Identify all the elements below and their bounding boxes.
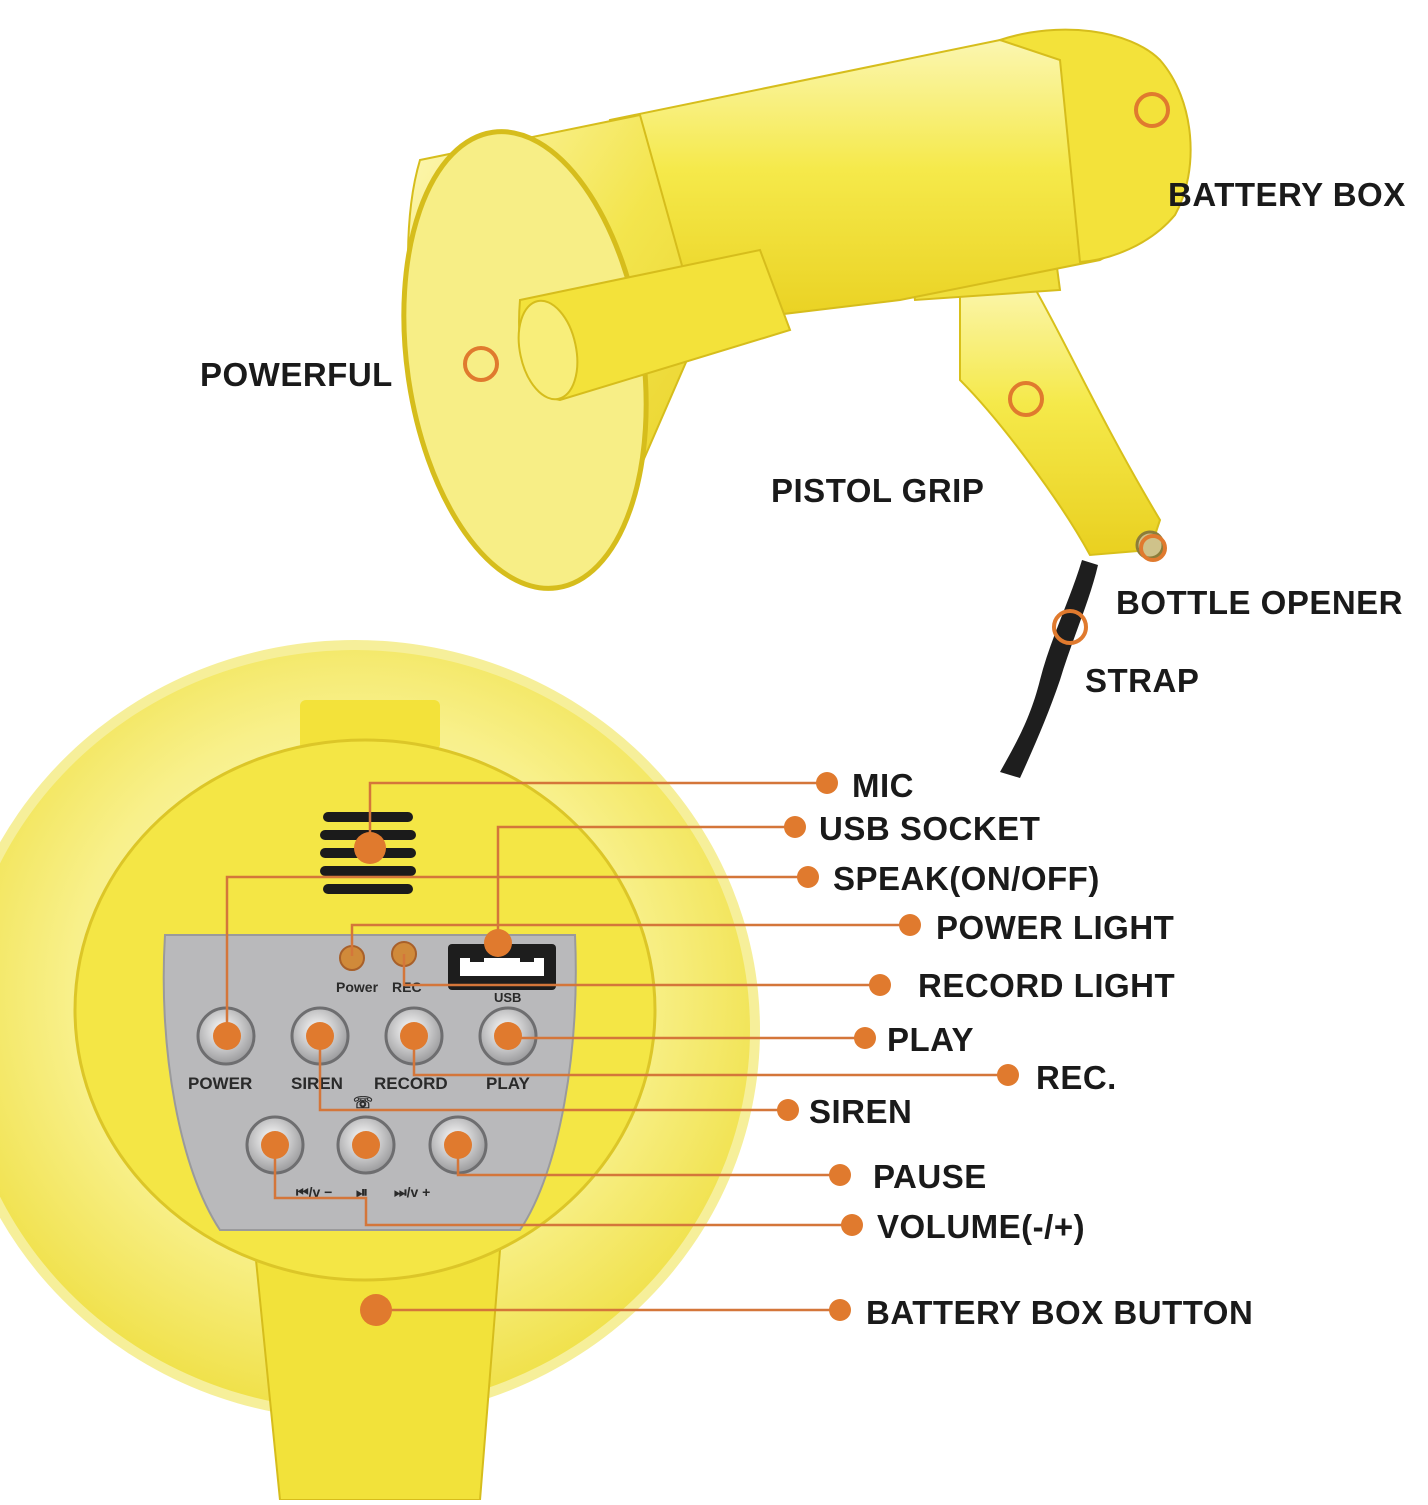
- usb-label: USB: [494, 990, 521, 1005]
- label-speak: SPEAK(ON/OFF): [833, 860, 1100, 897]
- dot-usb-part: [484, 929, 512, 957]
- label-pause: PAUSE: [873, 1158, 987, 1195]
- dot-record-part: [400, 1022, 428, 1050]
- dot-playpause-part: [352, 1131, 380, 1159]
- play-button-label: PLAY: [486, 1074, 530, 1093]
- dot-siren-part: [306, 1022, 334, 1050]
- dot-next-part: [444, 1131, 472, 1159]
- prev-volume-label: ⏮/v −: [296, 1184, 332, 1200]
- label-usb-socket: USB SOCKET: [819, 810, 1041, 847]
- dot-prev-part: [261, 1131, 289, 1159]
- dot-usb-end: [784, 816, 806, 838]
- label-rec: REC.: [1036, 1059, 1117, 1096]
- battery-box: [996, 28, 1192, 264]
- label-bottle-opener: BOTTLE OPENER: [1116, 584, 1404, 621]
- strap: [1000, 560, 1098, 778]
- marker-powerful: [463, 346, 499, 382]
- leader-power-light: [350, 923, 910, 956]
- siren-icon: ☏: [353, 1095, 373, 1112]
- dot-speak-part: [213, 1022, 241, 1050]
- marker-pistol-grip: [1008, 381, 1044, 417]
- leader-volume: [273, 1145, 852, 1227]
- label-record-light: RECORD LIGHT: [918, 967, 1176, 1004]
- megaphone-rear-view: Power REC USB POWER SIREN RECORD PLAY ☏ …: [0, 640, 760, 1501]
- top-markers: [463, 92, 1170, 645]
- leader-usb: [496, 825, 795, 940]
- dot-power-light-end: [899, 914, 921, 936]
- dot-speak-end: [797, 866, 819, 888]
- label-volume: VOLUME(-/+): [877, 1208, 1086, 1245]
- dot-play-part: [494, 1022, 522, 1050]
- leader-lines: [225, 781, 1008, 1312]
- dot-rec-end: [997, 1064, 1019, 1086]
- label-mic: MIC: [852, 767, 914, 804]
- leader-record-light: [402, 954, 880, 987]
- label-siren: SIREN: [809, 1093, 913, 1130]
- rear-handle: [253, 1249, 502, 1501]
- dot-siren-end: [777, 1099, 799, 1121]
- dot-play-end: [854, 1027, 876, 1049]
- megaphone-side-view: [401, 28, 1192, 778]
- leader-mic: [368, 781, 827, 848]
- rec-led-label: REC: [392, 979, 422, 995]
- label-strap: STRAP: [1085, 662, 1200, 699]
- mic-grille: [320, 812, 416, 894]
- power-led-label: Power: [336, 979, 379, 995]
- siren-button-label: SIREN: [291, 1074, 343, 1093]
- dot-battery-button-end: [829, 1299, 851, 1321]
- label-battery-box-button: BATTERY BOX BUTTON: [866, 1294, 1254, 1331]
- marker-bottle-opener: [1139, 534, 1167, 562]
- next-volume-label: ⏭/v +: [394, 1184, 430, 1200]
- pistol-grip: [959, 278, 1162, 557]
- label-play: PLAY: [887, 1021, 974, 1058]
- bottom-markers: [213, 772, 1019, 1326]
- dot-record-light-end: [869, 974, 891, 996]
- marker-battery-box: [1134, 92, 1170, 128]
- dot-battery-button-part: [360, 1294, 392, 1326]
- marker-strap: [1052, 609, 1088, 645]
- usb-socket: [448, 944, 556, 990]
- label-battery-box: BATTERY BOX: [1168, 176, 1406, 213]
- record-button-label: RECORD: [374, 1074, 448, 1093]
- label-powerful: POWERFUL: [200, 356, 393, 393]
- leader-rec: [412, 1038, 1008, 1077]
- dot-mic-part: [354, 832, 386, 864]
- label-power-light: POWER LIGHT: [936, 909, 1175, 946]
- label-pistol-grip: PISTOL GRIP: [771, 472, 985, 509]
- dot-volume-end: [841, 1214, 863, 1236]
- dot-mic-end: [816, 772, 838, 794]
- dot-pause-end: [829, 1164, 851, 1186]
- power-button-label: POWER: [188, 1074, 252, 1093]
- leader-siren: [318, 1038, 788, 1112]
- leader-speak: [225, 875, 808, 1036]
